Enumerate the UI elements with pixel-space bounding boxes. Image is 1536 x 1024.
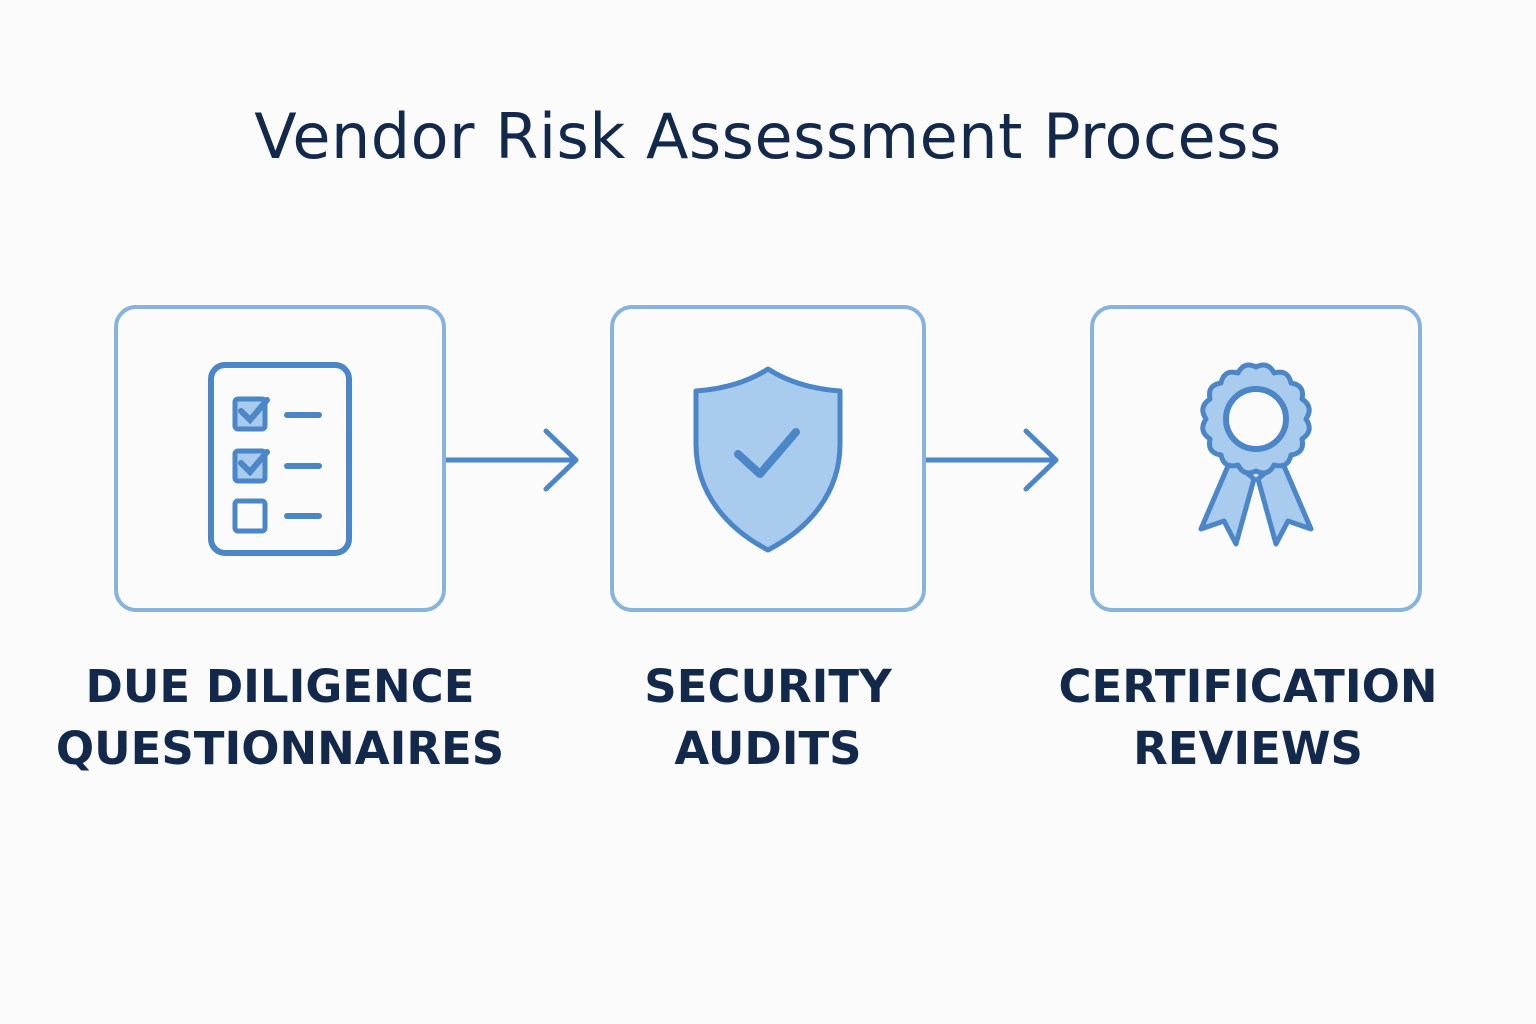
award-ribbon-icon [1198, 362, 1314, 546]
step-box-due-diligence [114, 305, 446, 612]
label-line: QUESTIONNAIRES [55, 722, 505, 775]
step-label-certification-reviews: CERTIFICATION REVIEWS [998, 656, 1498, 780]
label-line: SECURITY [644, 660, 892, 713]
label-line: CERTIFICATION [1058, 660, 1438, 713]
label-line: AUDITS [674, 722, 862, 775]
label-line: REVIEWS [1133, 722, 1363, 775]
step-box-certification-reviews [1090, 305, 1422, 612]
step-label-security-audits: SECURITY AUDITS [518, 656, 1018, 780]
checklist-icon [208, 361, 352, 556]
arrow-right-icon [926, 428, 1059, 492]
page-title: Vendor Risk Assessment Process [254, 100, 1282, 173]
step-box-security-audits [610, 305, 926, 612]
arrow-right-icon [446, 428, 579, 492]
step-label-due-diligence: DUE DILIGENCE QUESTIONNAIRES [30, 656, 530, 780]
label-line: DUE DILIGENCE [85, 660, 475, 713]
shield-check-icon [693, 366, 843, 552]
